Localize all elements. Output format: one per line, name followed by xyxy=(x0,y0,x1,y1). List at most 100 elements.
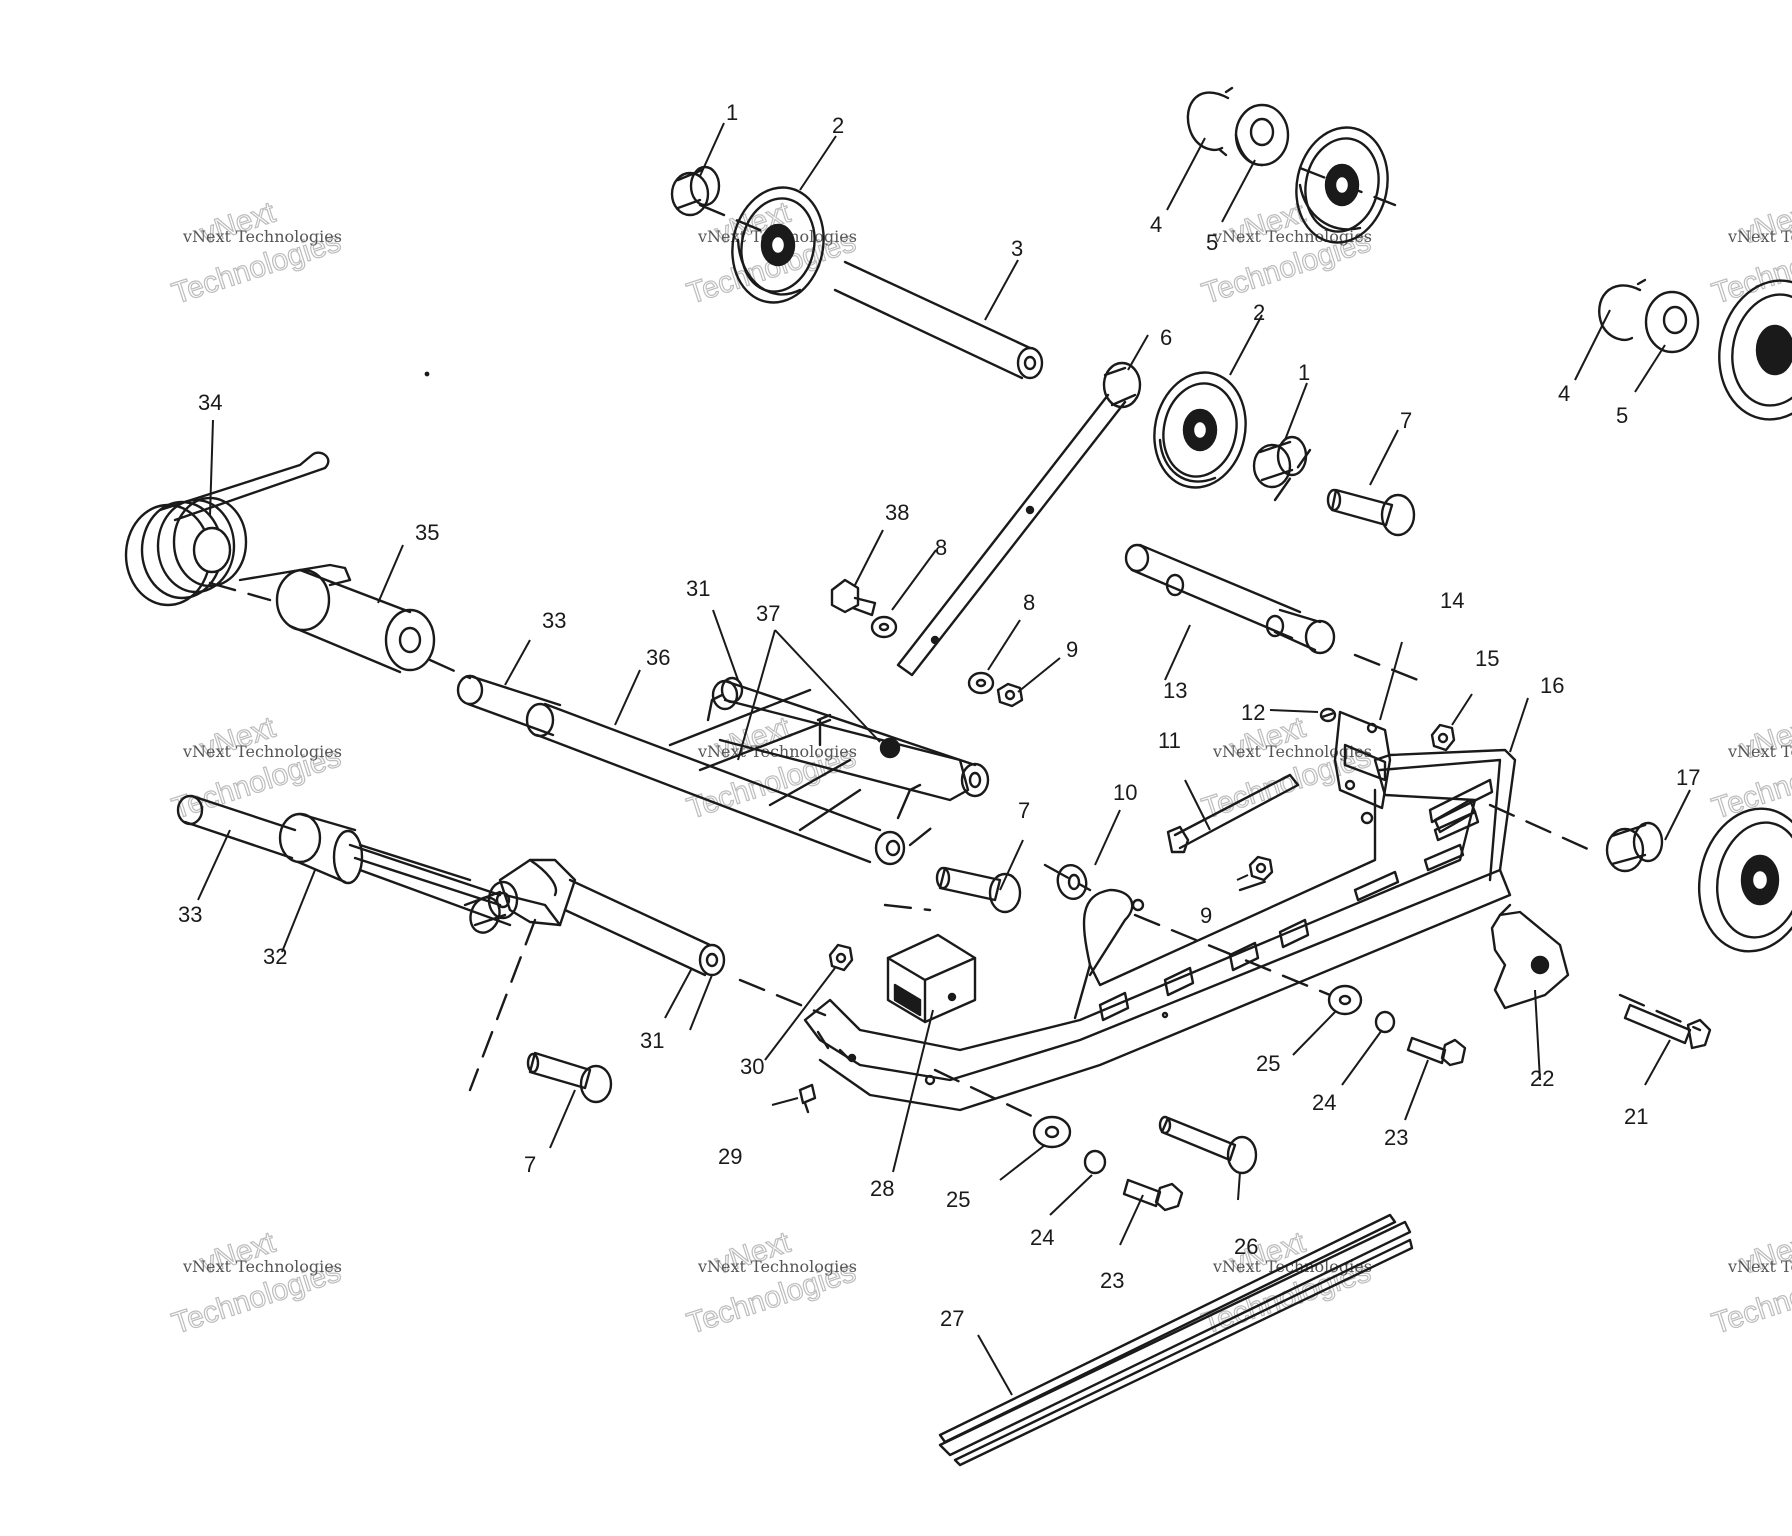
part-idler-wheel xyxy=(1153,371,1247,489)
part-suspension-arm xyxy=(525,679,990,866)
callout-label: 21 xyxy=(1624,1104,1648,1129)
part-bolt xyxy=(1406,1036,1467,1067)
callout-label: 33 xyxy=(542,608,566,633)
part-pivot-arm xyxy=(463,858,726,977)
alignment-line xyxy=(1353,653,1420,682)
part-pivot-sleeve xyxy=(278,812,512,927)
callout-label: 2 xyxy=(1253,300,1265,325)
svg-text:vNext Technologies: vNext Technologies xyxy=(1212,1257,1372,1276)
alignment-line xyxy=(1273,448,1312,502)
callout-label: 13 xyxy=(1163,678,1187,703)
alignment-line xyxy=(738,978,827,1017)
alignment-line xyxy=(1238,878,1272,892)
svg-text:vNext Technologies: vNext Technologies xyxy=(697,742,857,761)
callout-label: 25 xyxy=(1256,1051,1280,1076)
part-bearing xyxy=(1644,290,1700,354)
callout-label: 1 xyxy=(1298,360,1310,385)
watermark: vNext Technologies vNext Technologies xyxy=(168,195,346,311)
alignment-line xyxy=(883,903,932,912)
part-bolt xyxy=(830,578,877,617)
part-long-bolt xyxy=(1166,773,1300,854)
alignment-line xyxy=(1618,993,1702,1032)
callout-label: 24 xyxy=(1312,1090,1336,1115)
part-slide-rail xyxy=(803,748,1517,1112)
callout-label: 1 xyxy=(726,100,738,125)
part-lock-washer xyxy=(1083,1149,1107,1175)
callout-label: 10 xyxy=(1113,780,1137,805)
callout-label: 6 xyxy=(1160,325,1172,350)
part-nut xyxy=(828,943,854,972)
part-bushing xyxy=(670,165,721,217)
watermark: vNext Technologies vNext Technologies xyxy=(168,710,346,826)
watermarks: vNext Technologies vNext Technologies vN… xyxy=(168,195,1792,1341)
part-torsion-spring xyxy=(124,451,352,607)
callout-label: 36 xyxy=(646,645,670,670)
leader-lines xyxy=(197,122,1691,1396)
part-screw xyxy=(1319,707,1337,723)
part-pin xyxy=(526,1051,613,1104)
svg-text:vNext Technologies: vNext Technologies xyxy=(697,1257,857,1276)
part-cross-shaft xyxy=(176,794,297,860)
callout-label: 22 xyxy=(1530,1066,1554,1091)
callout-label: 14 xyxy=(1440,588,1464,613)
part-idler-wheel xyxy=(1697,807,1792,953)
part-pin xyxy=(935,866,1022,914)
part-washer xyxy=(1032,1115,1072,1149)
watermark: vNext Technologies vNext Technologies xyxy=(1198,195,1376,311)
part-snap-ring xyxy=(1186,86,1234,157)
svg-text:vNext Technologies: vNext Technologies xyxy=(182,742,342,761)
callout-label: 26 xyxy=(1234,1234,1258,1259)
svg-text:vNext Technologies: vNext Technologies xyxy=(182,1257,342,1276)
part-bearing xyxy=(1234,103,1290,167)
part-idler-wheel xyxy=(731,186,825,304)
part-snap-ring xyxy=(1598,278,1647,341)
callout-label: 7 xyxy=(524,1152,536,1177)
callout-label: 33 xyxy=(178,902,202,927)
part-screw xyxy=(798,1083,817,1114)
callout-label: 8 xyxy=(935,535,947,560)
alignment-line xyxy=(933,1068,1042,1122)
callout-label: 23 xyxy=(1100,1268,1124,1293)
watermark: vNext Technologies vNext Technologies xyxy=(168,1225,346,1341)
part-pin xyxy=(1158,1115,1258,1175)
part-idler-wheel xyxy=(1295,126,1389,244)
watermark: vNext Technologies vNext Technologies xyxy=(1708,1225,1792,1341)
callout-label: 31 xyxy=(686,576,710,601)
part-bushing xyxy=(1605,821,1664,873)
callout-label: 27 xyxy=(940,1306,964,1331)
callout-label: 28 xyxy=(870,1176,894,1201)
callout-label: 9 xyxy=(1066,637,1078,662)
callout-label: 32 xyxy=(263,944,287,969)
part-cross-shaft xyxy=(720,676,744,704)
callout-label: 7 xyxy=(1018,798,1030,823)
part-washer xyxy=(1327,984,1363,1016)
callout-label: 5 xyxy=(1206,230,1218,255)
part-wear-strip xyxy=(938,1213,1414,1467)
part-nut xyxy=(1248,855,1274,882)
watermark: vNext Technologies vNext Technologies xyxy=(683,1225,861,1341)
callout-label: 16 xyxy=(1540,673,1564,698)
part-washer xyxy=(870,615,898,639)
part-washer xyxy=(967,671,995,695)
part-bracket xyxy=(1333,710,1392,810)
callout-label: 9 xyxy=(1200,903,1212,928)
part-pivot-shaft xyxy=(1124,543,1336,655)
callout-label: 37 xyxy=(756,601,780,626)
callout-label: 15 xyxy=(1475,646,1499,671)
callout-label: 38 xyxy=(885,500,909,525)
callout-label: 12 xyxy=(1241,700,1265,725)
part-bolt xyxy=(1122,1178,1184,1212)
alignment-line xyxy=(908,823,937,847)
callout-label: 5 xyxy=(1616,403,1628,428)
svg-text:vNext Technologies: vNext Technologies xyxy=(1212,742,1372,761)
alignment-line xyxy=(428,658,472,680)
part-cross-shaft xyxy=(456,674,562,737)
part-rail-bracket xyxy=(1490,903,1570,1010)
part-rubber-block xyxy=(886,933,977,1024)
callout-label: 8 xyxy=(1023,590,1035,615)
svg-text:vNext Technologies: vNext Technologies xyxy=(182,227,342,246)
callout-numbers: 1 2 3 4 5 6 2 1 7 4 5 34 35 33 36 31 37 … xyxy=(178,100,1700,1331)
part-nut xyxy=(1430,723,1456,752)
callout-label: 3 xyxy=(1011,236,1023,261)
